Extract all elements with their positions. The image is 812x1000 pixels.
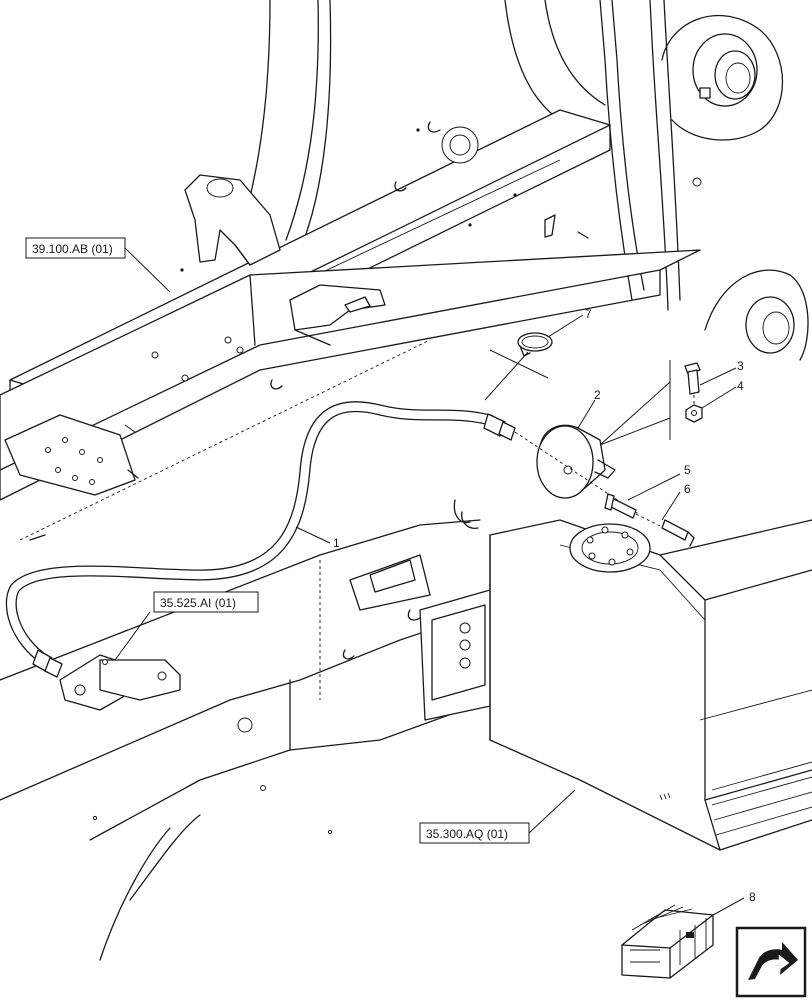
ref-label-39-100[interactable]: 39.100.AB (01) <box>25 237 126 259</box>
right-boss <box>692 177 809 361</box>
callout-1: 1 <box>295 526 340 550</box>
callout-7: 7 <box>547 307 592 338</box>
hose <box>5 401 516 678</box>
leader-39-100 <box>124 247 171 293</box>
ref-text-35-525: 35.525.AI (01) <box>160 596 236 610</box>
callout-3: 3 <box>699 359 744 386</box>
callout-5: 5 <box>627 463 691 501</box>
leader-35-300 <box>528 789 576 834</box>
callout-4: 4 <box>701 379 744 409</box>
ref-text-35-300: 35.300.AQ (01) <box>426 827 508 841</box>
ref-label-35-300[interactable]: 35.300.AQ (01) <box>419 822 530 844</box>
ref-label-35-525[interactable]: 35.525.AI (01) <box>153 591 259 613</box>
bolt <box>684 362 701 395</box>
nut <box>685 395 703 423</box>
tank <box>489 519 812 851</box>
callout-5-text: 5 <box>684 463 691 477</box>
kit-box-icon <box>621 904 714 979</box>
callout-8-text: 8 <box>749 890 756 904</box>
callout-3-text: 3 <box>737 359 744 373</box>
callout-2: 2 <box>577 388 601 429</box>
lock-pin <box>661 519 695 547</box>
leader-disc-b <box>599 417 671 446</box>
clamp <box>484 332 553 401</box>
upper-bracket <box>184 174 281 266</box>
lower-left-plate <box>4 339 431 541</box>
callout-6-text: 6 <box>684 482 691 496</box>
next-page-arrow-icon[interactable] <box>735 926 807 998</box>
ref-text-39-100: 39.100.AB (01) <box>32 242 113 256</box>
pin <box>604 493 661 527</box>
upper-right-boss <box>661 14 784 141</box>
callout-8: 8 <box>712 890 756 916</box>
leader-35-525 <box>114 611 151 661</box>
callout-6: 6 <box>661 482 691 521</box>
middle-plate <box>0 249 701 501</box>
callout-4-text: 4 <box>737 379 744 393</box>
callout-1-text: 1 <box>333 536 340 550</box>
callout-7-text: 7 <box>585 307 592 321</box>
leader-disc-a <box>599 381 671 446</box>
disc-part <box>514 424 641 516</box>
hose-end-fitting <box>59 654 181 711</box>
callout-2-text: 2 <box>594 388 601 402</box>
